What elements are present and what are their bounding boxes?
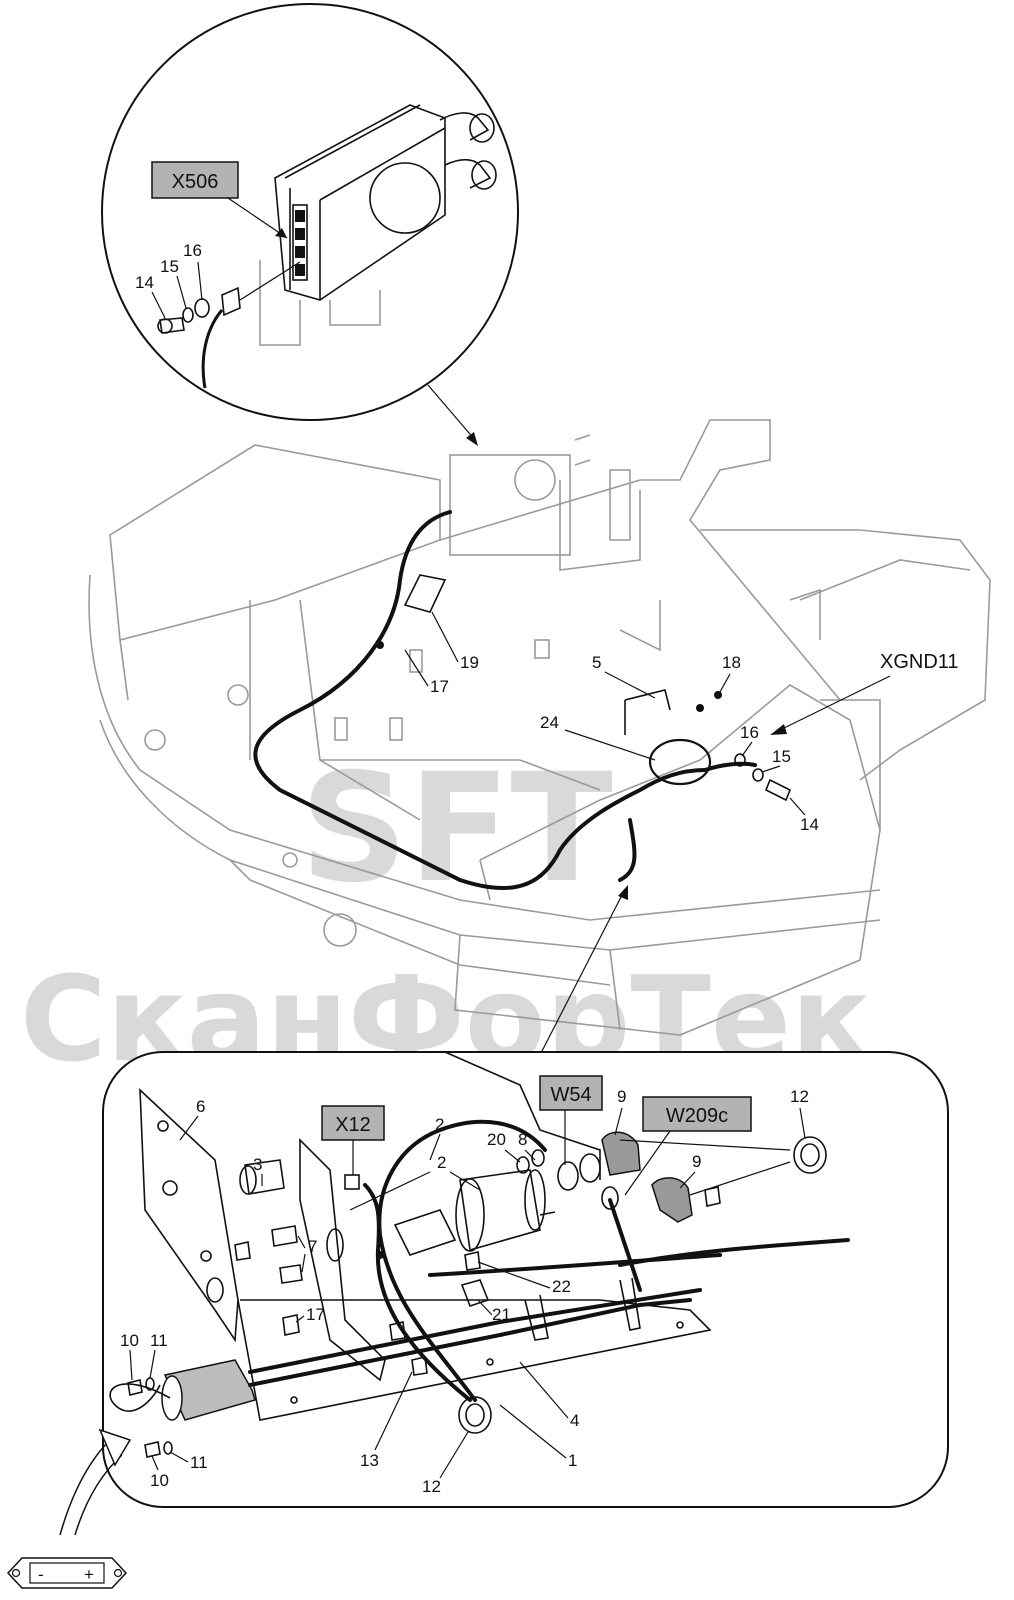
callout-bottom-12a: 12 — [790, 1087, 809, 1106]
callout-bottom-11a: 11 — [150, 1331, 168, 1350]
callout-main-24: 24 — [540, 713, 559, 732]
battery-symbol: - + — [6, 1557, 128, 1589]
tag-xgnd11: XGND11 — [770, 651, 959, 735]
watermark-logo: SFT — [300, 742, 613, 916]
tag-x506-label: X506 — [172, 171, 219, 193]
callout-bottom-11b: 11 — [190, 1453, 208, 1472]
callout-bottom-2a: 2 — [435, 1115, 444, 1134]
callout-main-16: 16 — [740, 723, 759, 742]
tag-x12-label: X12 — [335, 1114, 371, 1136]
callout-bottom-21: 21 — [492, 1305, 511, 1324]
callout-top-16: 16 — [183, 241, 202, 260]
callout-main-19: 19 — [460, 653, 479, 672]
tag-w209c: W209c — [624, 1096, 752, 1196]
callout-bottom-13: 13 — [360, 1451, 379, 1470]
controller-unit — [259, 104, 497, 346]
callout-bottom-3: 3 — [253, 1155, 262, 1174]
callout-bottom-9a: 9 — [617, 1087, 626, 1106]
tag-w209c-label: W209c — [666, 1105, 728, 1127]
callouts-main: 19 17 5 18 24 16 15 14 — [404, 611, 819, 834]
battery-plus: + — [84, 1565, 94, 1584]
callouts-bottom: 6 3 2 2 20 8 9 9 12 7 22 21 — [120, 1087, 809, 1496]
tag-w54-label: W54 — [550, 1084, 591, 1106]
watermark: SFT СканФорТек — [20, 742, 871, 1088]
detail-panel-bottom: W54 W209c X12 6 3 2 2 20 8 — [102, 1051, 949, 1508]
callout-bottom-8: 8 — [518, 1130, 527, 1149]
tag-xgnd11-label: XGND11 — [880, 651, 959, 673]
callout-main-17: 17 — [430, 677, 449, 696]
callout-bottom-10a: 10 — [120, 1331, 139, 1350]
tag-x12: X12 — [321, 1105, 385, 1175]
callout-top-15: 15 — [160, 257, 179, 276]
battery-minus: - — [38, 1565, 44, 1584]
callout-main-5: 5 — [592, 653, 601, 672]
detail-circle-top: X506 14 15 16 — [101, 3, 519, 421]
tag-w54: W54 — [539, 1075, 603, 1165]
callout-bottom-17: 17 — [306, 1305, 325, 1324]
callout-main-14: 14 — [800, 815, 819, 834]
callout-bottom-9b: 9 — [692, 1152, 701, 1171]
harness-cable-main — [253, 510, 707, 890]
callouts-top: 14 15 16 — [135, 241, 203, 319]
callout-bottom-12b: 12 — [422, 1477, 441, 1496]
callout-main-18: 18 — [722, 653, 741, 672]
callout-bottom-22: 22 — [552, 1277, 571, 1296]
callout-bottom-1: 1 — [568, 1451, 577, 1470]
callout-bottom-7: 7 — [308, 1237, 317, 1256]
callout-bottom-2b: 2 — [437, 1153, 446, 1172]
machine-frame — [88, 419, 991, 1036]
callout-bottom-10b: 10 — [150, 1471, 169, 1490]
callout-bottom-4: 4 — [570, 1411, 579, 1430]
callout-bottom-20: 20 — [487, 1130, 506, 1149]
callout-top-14: 14 — [135, 273, 154, 292]
callout-bottom-6: 6 — [196, 1097, 205, 1116]
callout-main-15: 15 — [772, 747, 791, 766]
tag-x506: X506 — [151, 161, 288, 239]
